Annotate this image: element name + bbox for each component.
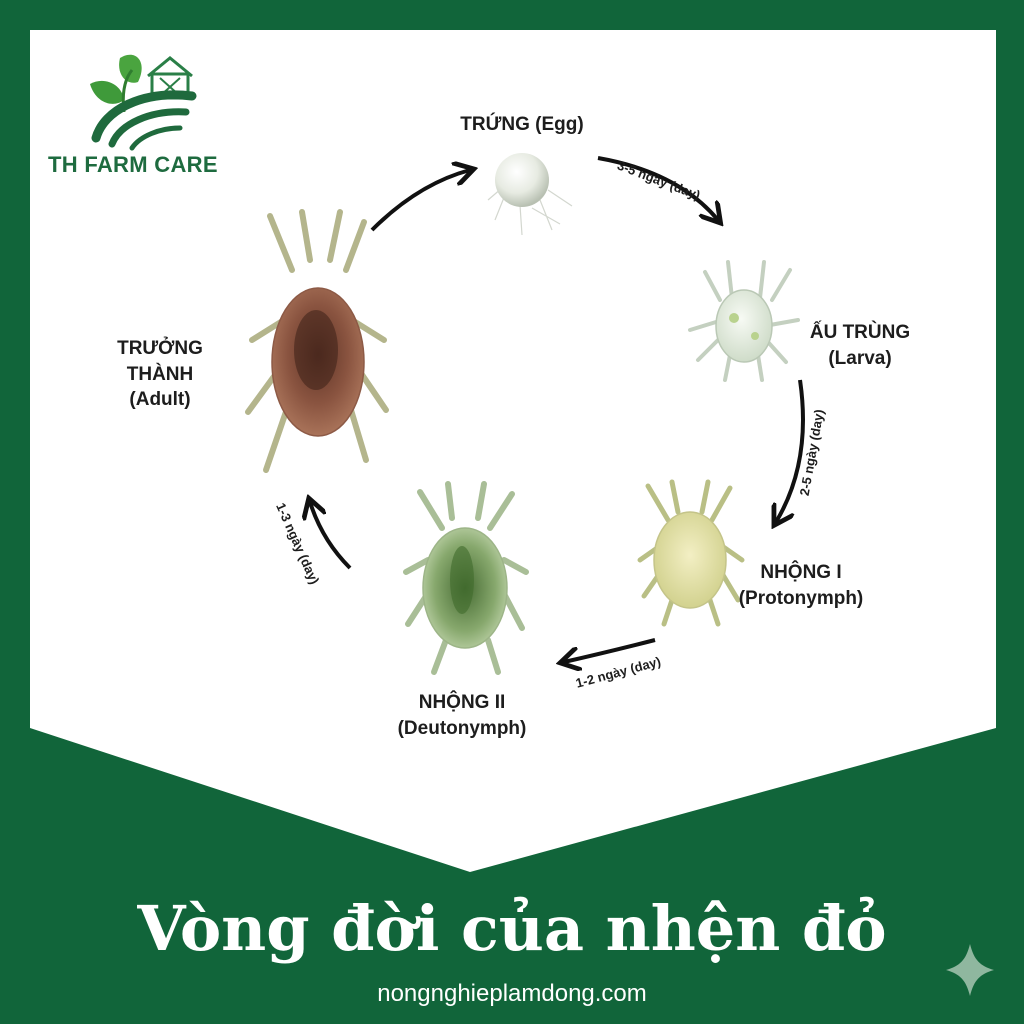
arrow-proto-to-deuto: [564, 638, 656, 662]
deutonymph-image: [403, 481, 529, 675]
label-larva-line2: (Larva): [828, 347, 892, 369]
label-proto-line2: (Protonymph): [738, 587, 864, 609]
website-url: nongnghieplamdong.com: [377, 980, 647, 1007]
label-proto-line1: NHỘNG I: [760, 562, 842, 583]
farm-logo-icon: [90, 54, 197, 151]
white-panel: [30, 30, 996, 872]
label-egg-line1: TRỨNG (Egg): [460, 114, 584, 135]
protonymph-image: [637, 479, 745, 627]
egg-image: [487, 153, 573, 236]
brand-name: TH FARM CARE: [48, 152, 218, 177]
larva-image: [688, 260, 800, 382]
label-adult-line2: THÀNH: [126, 363, 194, 385]
label-deutonymph: NHỘNG II (Deutonymph): [382, 690, 542, 741]
label-protonymph: NHỘNG I (Protonymph): [726, 560, 876, 611]
label-deuto-line1: NHỘNG II: [418, 692, 506, 713]
arrow-larva-to-proto: [776, 379, 805, 522]
label-larva: ẤU TRÙNG (Larva): [790, 320, 930, 371]
page-title: Vòng đời của nhện đỏ: [137, 892, 887, 965]
arrow-deuto-to-adult: [310, 502, 352, 570]
label-adult-line3: (Adult): [129, 389, 191, 411]
adult-image: [245, 209, 389, 473]
label-adult: TRƯỞNG THÀNH (Adult): [100, 336, 220, 413]
sparkle-icon: [946, 944, 994, 996]
label-egg: TRỨNG (Egg): [452, 112, 592, 138]
label-deuto-line2: (Deutonymph): [397, 717, 527, 739]
label-larva-line1: ẤU TRÙNG: [809, 322, 911, 343]
arrow-egg-to-larva: [597, 156, 718, 220]
label-adult-line1: TRƯỞNG: [117, 338, 203, 359]
arrow-adult-to-egg: [370, 170, 470, 232]
